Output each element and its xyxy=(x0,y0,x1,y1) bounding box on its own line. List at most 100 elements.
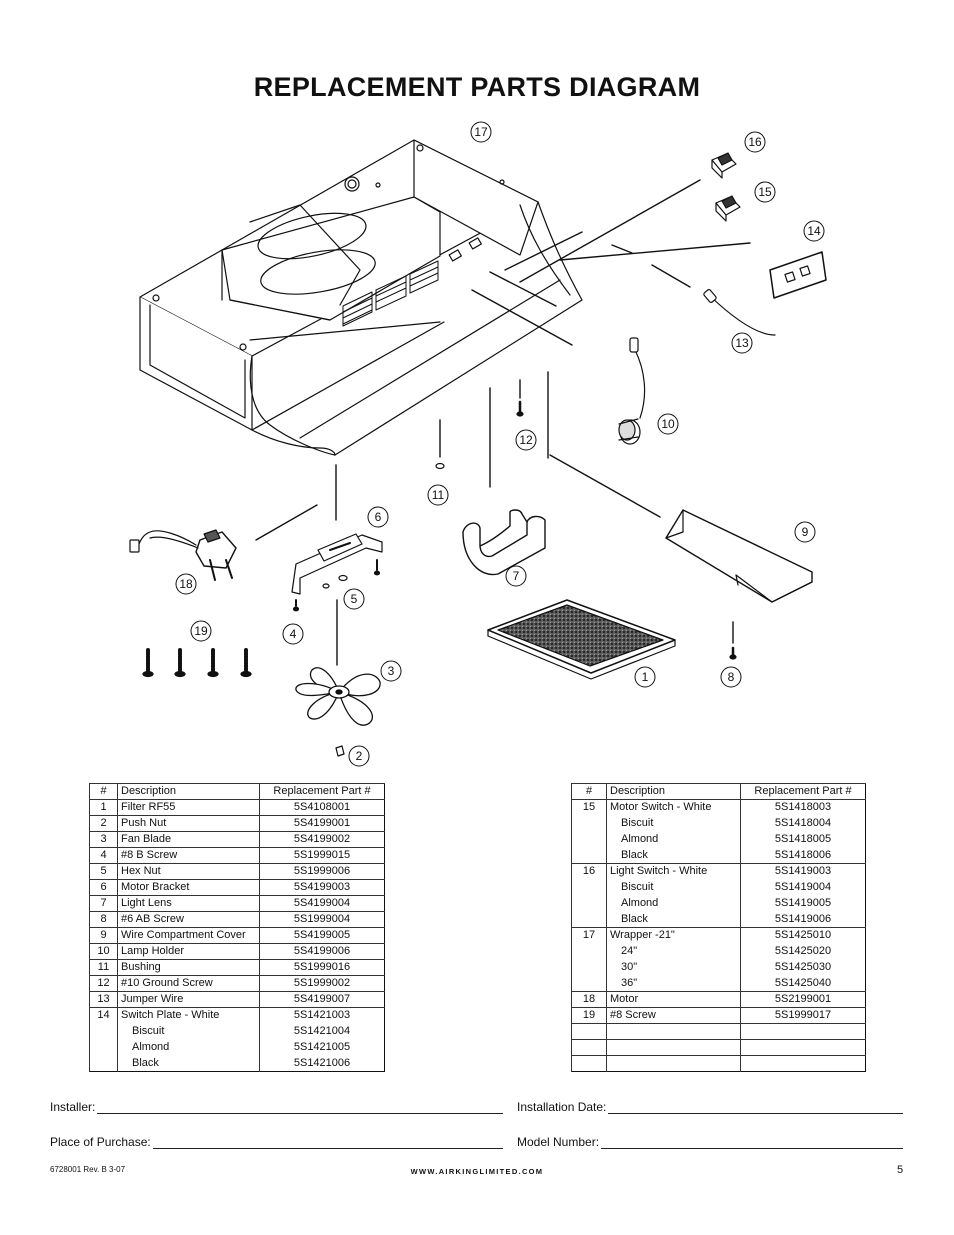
col-header-num: # xyxy=(571,783,607,800)
row-num: 8 xyxy=(89,911,118,928)
callout-9: 9 xyxy=(794,521,816,543)
row-part-number: 5S1421004 xyxy=(259,1023,385,1040)
callout-4: 4 xyxy=(282,623,304,645)
row-description xyxy=(606,1023,741,1040)
col-header-part: Replacement Part # xyxy=(259,783,385,800)
row-part-number: 5S1425010 xyxy=(740,927,866,944)
row-part-number: 5S1999004 xyxy=(259,911,385,928)
callout-5: 5 xyxy=(343,588,365,610)
row-num xyxy=(571,943,607,960)
filter-1 xyxy=(487,599,676,680)
row-description: 24" xyxy=(606,943,741,960)
row-description: Light Lens xyxy=(117,895,260,912)
col-header-part: Replacement Part # xyxy=(740,783,866,800)
row-description: Bushing xyxy=(117,959,260,976)
svg-text:3: 3 xyxy=(388,664,395,678)
col-header-description: Description xyxy=(117,783,260,800)
row-num: 1 xyxy=(89,799,118,816)
row-description: 30" xyxy=(606,959,741,976)
row-part-number: 5S4199002 xyxy=(259,831,385,848)
bushing-11 xyxy=(435,462,445,470)
svg-text:16: 16 xyxy=(748,135,762,149)
row-part-number: 5S1999015 xyxy=(259,847,385,864)
row-description: Biscuit xyxy=(606,815,741,832)
place-of-purchase-label: Place of Purchase: xyxy=(50,1135,151,1149)
light-switch-16 xyxy=(711,152,737,179)
place-of-purchase-field[interactable]: Place of Purchase: xyxy=(50,1135,503,1149)
callout-1: 1 xyxy=(634,666,656,688)
installation-date-field[interactable]: Installation Date: xyxy=(517,1100,903,1114)
row-num: 7 xyxy=(89,895,118,912)
row-num xyxy=(571,879,607,896)
row-part-number: 5S4199004 xyxy=(259,895,385,912)
svg-text:19: 19 xyxy=(194,624,208,638)
row-description: 36" xyxy=(606,975,741,992)
exploded-parts-diagram: 17 16 15 14 13 10 12 11 9 6 7 18 5 19 4 … xyxy=(129,121,827,767)
row-description: Light Switch - White xyxy=(606,863,741,880)
row-description: Lamp Holder xyxy=(117,943,260,960)
row-num: 10 xyxy=(89,943,118,960)
col-header-description: Description xyxy=(606,783,741,800)
svg-text:5: 5 xyxy=(351,592,358,606)
svg-text:9: 9 xyxy=(802,525,809,539)
row-part-number: 5S1419005 xyxy=(740,895,866,912)
place-of-purchase-line[interactable] xyxy=(152,1137,503,1149)
row-num: 15 xyxy=(571,799,607,816)
row-part-number: 5S1999006 xyxy=(259,863,385,880)
row-num xyxy=(571,895,607,912)
row-description: Fan Blade xyxy=(117,831,260,848)
row-description: Motor Bracket xyxy=(117,879,260,896)
website-link[interactable]: WWW.AIRKINGLIMITED.COM xyxy=(410,1167,544,1176)
row-num: 4 xyxy=(89,847,118,864)
fan-blade-3 xyxy=(295,667,381,726)
row-part-number: 5S1999016 xyxy=(259,959,385,976)
installer-field[interactable]: Installer: xyxy=(50,1100,503,1114)
svg-text:1: 1 xyxy=(642,670,649,684)
page-title: REPLACEMENT PARTS DIAGRAM xyxy=(253,72,701,102)
model-number-line[interactable] xyxy=(601,1137,903,1149)
callout-2: 2 xyxy=(348,745,370,767)
row-part-number: 5S1419003 xyxy=(740,863,866,880)
row-description: #10 Ground Screw xyxy=(117,975,260,992)
installation-date-label: Installation Date: xyxy=(517,1100,607,1114)
svg-text:8: 8 xyxy=(728,670,735,684)
row-part-number: 5S4108001 xyxy=(259,799,385,816)
row-part-number: 5S1418004 xyxy=(740,815,866,832)
svg-text:2: 2 xyxy=(356,749,363,763)
row-num xyxy=(571,911,607,928)
row-description: Almond xyxy=(606,895,741,912)
row-part-number: 5S4199006 xyxy=(259,943,385,960)
installation-date-line[interactable] xyxy=(608,1102,903,1114)
row-description: Wrapper -21" xyxy=(606,927,741,944)
callout-circles: 17 16 15 14 13 10 12 11 9 6 7 18 5 19 4 … xyxy=(175,121,825,767)
svg-text:14: 14 xyxy=(807,224,821,238)
row-description: Motor Switch - White xyxy=(606,799,741,816)
installer-line[interactable] xyxy=(97,1102,503,1114)
svg-text:17: 17 xyxy=(474,125,488,139)
row-description xyxy=(606,1039,741,1056)
row-description xyxy=(606,1055,741,1072)
row-num: 11 xyxy=(89,959,118,976)
row-num: 14 xyxy=(89,1007,118,1024)
callout-11: 11 xyxy=(427,484,449,506)
row-num xyxy=(571,847,607,864)
table-row xyxy=(571,1055,866,1072)
row-description: #6 AB Screw xyxy=(117,911,260,928)
row-num: 3 xyxy=(89,831,118,848)
model-number-field[interactable]: Model Number: xyxy=(517,1135,903,1149)
row-num xyxy=(571,1039,607,1056)
